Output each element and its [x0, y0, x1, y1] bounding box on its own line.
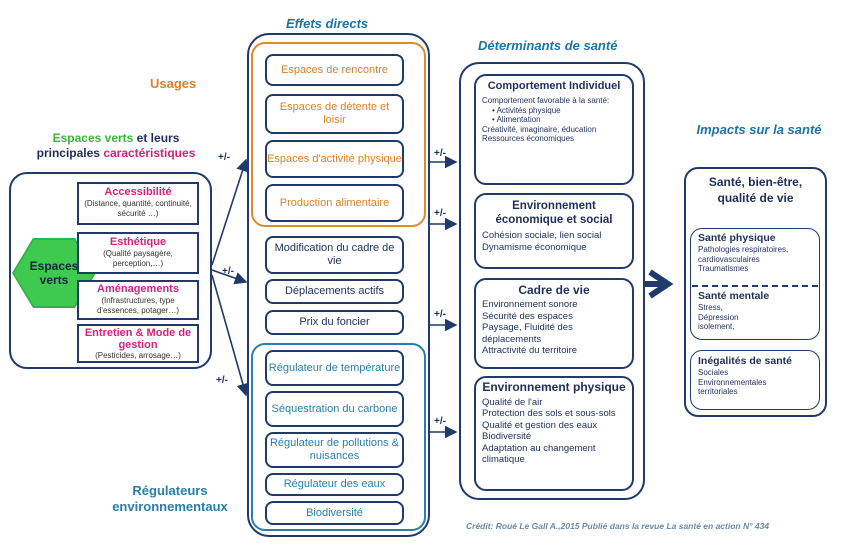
plus-minus-label: +/-: [434, 148, 446, 159]
effect-deplacements-actifs: Déplacements actifs: [265, 279, 404, 304]
plus-minus-label: +/-: [218, 152, 230, 163]
heading-usages: Usages: [150, 76, 197, 91]
plus-minus-label: +/-: [434, 208, 446, 219]
credit-text: Crédit: Roué Le Gall A.,2015 Publié dans…: [466, 521, 770, 531]
determinant-economique-social: Environnement économique et social Cohés…: [474, 193, 634, 269]
usage-espaces-rencontre: Espaces de rencontre: [265, 54, 404, 86]
impact-inegalites: Inégalités de santé Sociales Environneme…: [690, 350, 820, 410]
heading-impacts: Impacts sur la santé: [696, 122, 822, 137]
impact-sante-mentale: Santé mentale Stress, Dépression isoleme…: [698, 290, 770, 331]
usage-activite-physique: Espaces d'activité physique: [265, 140, 404, 178]
determinant-comportement: Comportement Individuel Comportement fav…: [474, 74, 634, 185]
plus-minus-label: +/-: [216, 375, 228, 386]
impacts-divider: [692, 285, 818, 287]
heading-determinants: Déterminants de santé: [478, 38, 618, 53]
effect-prix-foncier: Prix du foncier: [265, 310, 404, 335]
heading-regulateurs: Régulateurs environnementaux: [112, 483, 228, 514]
plus-minus-label: +/-: [434, 416, 446, 427]
impacts-title: Santé, bien-être, qualité de vie: [708, 175, 803, 205]
impacts-sante-box: [690, 228, 820, 340]
regulateur-eaux: Régulateur des eaux: [265, 473, 404, 496]
determinant-environnement-physique: Environnement physique Qualité de l'air …: [474, 376, 634, 491]
characteristic-accessibilite: Accessibilité (Distance, quantité, conti…: [77, 182, 199, 225]
characteristic-esthetique: Esthétique (Qualité paysagère, perceptio…: [77, 232, 199, 274]
plus-minus-label: +/-: [434, 309, 446, 320]
characteristic-entretien: Entretien & Mode de gestion (Pesticides,…: [77, 324, 199, 363]
regulateur-carbone: Séquestration du carbone: [265, 391, 404, 427]
impact-sante-physique: Santé physique Pathologies respiratoires…: [698, 232, 789, 273]
plus-minus-label: +/-: [222, 266, 234, 277]
heading-effets-directs: Effets directs: [286, 16, 369, 31]
usage-espaces-detente: Espaces de détente et loisir: [265, 94, 404, 134]
effect-modification-cadre: Modification du cadre de vie: [265, 236, 404, 274]
espaces-verts-title: Espaces verts et leurs principales carac…: [36, 131, 196, 160]
characteristic-amenagements: Aménagements (Infrastructures, type d'es…: [77, 280, 199, 320]
regulateur-pollutions: Régulateur de pollutions & nuisances: [265, 432, 404, 468]
regulateur-temperature: Régulateur de température: [265, 350, 404, 386]
determinant-cadre-de-vie: Cadre de vie Environnement sonore Sécuri…: [474, 278, 634, 369]
regulateur-biodiversite: Biodiversité: [265, 501, 404, 525]
usage-production-alimentaire: Production alimentaire: [265, 184, 404, 222]
